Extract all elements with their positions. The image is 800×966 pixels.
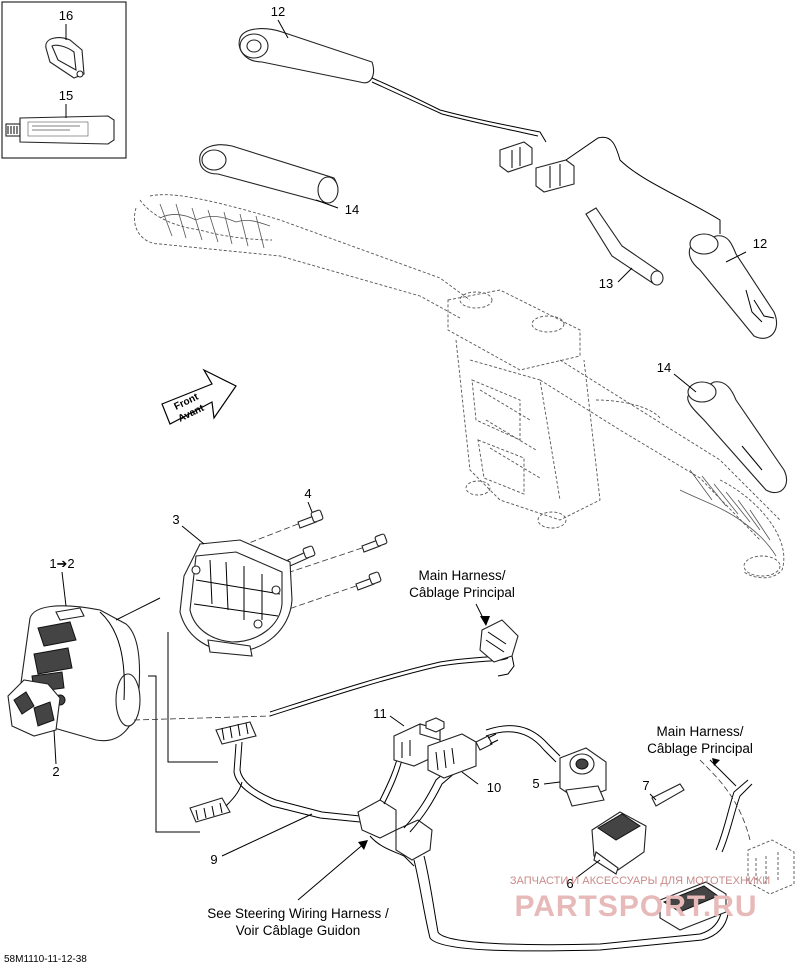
handlebar-ghost xyxy=(134,194,785,579)
callout-13: 13 xyxy=(599,276,613,291)
callout-12-right: 12 xyxy=(753,236,767,251)
callout-16: 16 xyxy=(59,8,73,23)
part-10-connector xyxy=(427,733,499,779)
callout-3: 3 xyxy=(172,512,179,527)
main-harness-label-2: Main Harness/ Câblage Principal xyxy=(647,724,753,756)
main-harness-label-1: Main Harness/ Câblage Principal xyxy=(409,568,515,600)
part-15-grease-tube xyxy=(5,115,115,145)
part-9-wiring-harness xyxy=(189,721,753,952)
main-harness-1-line1: Main Harness/ xyxy=(418,568,505,583)
part-1-switch-assembly xyxy=(7,605,141,742)
callout-15: 15 xyxy=(59,88,73,103)
part-12-heated-grip-left xyxy=(238,28,721,234)
watermark-brand: PARTSPORT.RU xyxy=(514,890,757,923)
callout-1-2: 1➔2 xyxy=(49,556,74,571)
part-14-grip-sleeve-left xyxy=(199,144,339,204)
main-harness-connector-2 xyxy=(699,759,795,895)
main-harness-2-line1: Main Harness/ xyxy=(656,724,743,739)
main-harness-connector-1 xyxy=(479,619,519,677)
connector-pair-top xyxy=(499,141,575,193)
callout-9: 9 xyxy=(210,852,217,867)
main-harness-1-line2: Câblage Principal xyxy=(409,585,515,600)
part-14-grip-sleeve-right xyxy=(687,381,788,494)
callout-12-top: 12 xyxy=(271,4,285,19)
part-12-heated-grip-right xyxy=(688,233,778,339)
steering-harness-note: See Steering Wiring Harness / Voir Câbla… xyxy=(207,906,389,938)
part-4-screws xyxy=(235,509,388,613)
callout-4: 4 xyxy=(304,486,311,501)
steering-note-line1: See Steering Wiring Harness / xyxy=(207,906,389,921)
steering-note-line2: Voir Câblage Guidon xyxy=(236,923,361,938)
callout-7: 7 xyxy=(642,778,649,793)
part-16-clip xyxy=(45,37,85,79)
callout-14-mid: 14 xyxy=(345,202,359,217)
main-harness-2-line2: Câblage Principal xyxy=(647,741,753,756)
part-5-sensor xyxy=(559,747,607,807)
part-6-cover xyxy=(591,811,647,875)
callout-11: 11 xyxy=(373,706,387,721)
callout-14-right: 14 xyxy=(657,360,671,375)
part-7-pin xyxy=(651,783,685,807)
diagram-code: 58M1110-11-12-38 xyxy=(4,954,87,965)
front-direction-arrow: Front Avant xyxy=(161,368,237,425)
watermark-caption: ЗАПЧАСТИ И АКСЕССУАРЫ ДЛЯ МОТОТЕХНИКИ xyxy=(510,875,770,887)
inset-box: 16 15 xyxy=(1,1,127,159)
control-module xyxy=(659,881,727,931)
callout-6: 6 xyxy=(566,876,573,891)
callout-10: 10 xyxy=(487,780,501,795)
part-3-switch-housing xyxy=(179,539,293,657)
callout-2: 2 xyxy=(52,764,59,779)
callout-5: 5 xyxy=(532,776,539,791)
watermark-logo: ЗАПЧАСТИ И АКСЕССУАРЫ ДЛЯ МОТОТЕХНИКИ PA… xyxy=(510,875,770,923)
part-13-hose xyxy=(585,207,664,286)
